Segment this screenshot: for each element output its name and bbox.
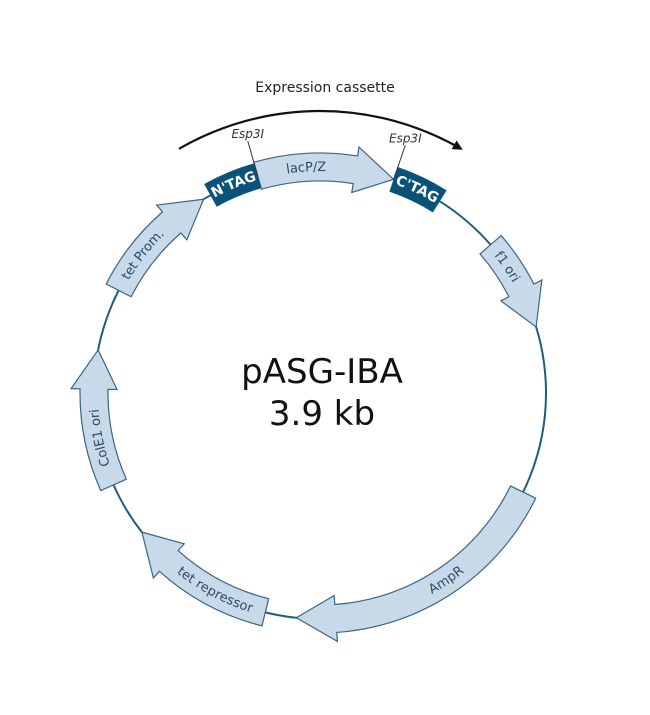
lacpz-label-text: lacP/Z <box>285 159 326 176</box>
plasmid-name: pASG-IBA <box>241 352 403 392</box>
esp3i-site-2-tick <box>393 145 406 180</box>
f1-ori-arrow <box>479 234 543 329</box>
tet-repressor-arrow <box>141 531 270 627</box>
ntag-box <box>204 163 262 207</box>
ampr-arrow <box>295 485 537 643</box>
cassette-arrow <box>178 109 463 150</box>
cole1-ori-arrow <box>69 348 128 492</box>
plasmid-size: 3.9 kb <box>269 394 375 434</box>
esp3i-site-1-label: Esp3I <box>231 127 264 141</box>
esp3i-site-2-label: Esp3I <box>389 131 422 145</box>
tet-prom-arrow <box>105 198 205 298</box>
lacpz-arrow <box>253 145 395 194</box>
lacpz-label: lacP/Z <box>285 159 326 176</box>
esp3i-site-1-tick <box>247 141 259 176</box>
cassette-label: Expression cassette <box>255 80 395 96</box>
ctag-box <box>389 167 447 213</box>
